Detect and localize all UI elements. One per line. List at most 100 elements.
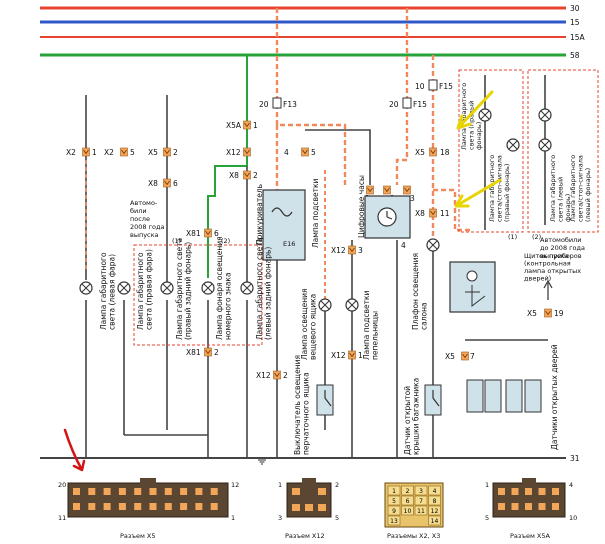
- rotated-labels: Лампа габаритногосвета (левая фара) Ламп…: [99, 83, 592, 455]
- option-frames: (1) (2) (1) (2): [133, 69, 599, 346]
- connector-x12: 1 2 3 5 Разъем X12: [278, 478, 339, 540]
- connector-x2x3-cell: [401, 505, 414, 516]
- connector-x5-pin: [164, 488, 172, 495]
- connector-x5-pin: [195, 488, 203, 495]
- option-frame-rear-2: [527, 69, 599, 233]
- pin-x81-b-icon: [204, 347, 212, 357]
- connector-x5a-pin: [552, 488, 559, 495]
- connector-x12-tr: 2: [335, 481, 339, 489]
- pin-x2-left-label: X2: [66, 148, 76, 157]
- lamp-rear-left-a-icon: [538, 108, 552, 122]
- lamp-rear-right-b-icon: [506, 138, 520, 152]
- connector-x5a-pin: [511, 503, 519, 510]
- label-rear-left: Лампа габаритногосвета (левыйфонарь): [549, 155, 572, 222]
- fuse-f15-icon: [402, 97, 412, 109]
- connector-x5-pin: [73, 488, 80, 495]
- connector-x2x3-cell: [414, 495, 428, 506]
- connector-x2x3-cell-label: 3: [419, 488, 423, 495]
- connector-x5a-tl: 1: [485, 481, 489, 489]
- pin-clock-3-num: 3: [410, 194, 415, 203]
- connector-x5a-title: Разъем X5A: [510, 532, 551, 540]
- bus-58-label: 58: [570, 51, 580, 60]
- door-sensor-3-box: [505, 379, 523, 413]
- pin-x2-left-num: 1: [92, 148, 97, 157]
- cigar-lighter-coil-icon: [271, 207, 293, 217]
- connector-x2x3-cell: [387, 515, 401, 526]
- connector-x5a-pins: [498, 488, 559, 510]
- connector-x2x3-cell-label: 10: [404, 508, 412, 515]
- connector-x5-pins: [73, 488, 218, 510]
- pin-x5a-label: X5A: [226, 121, 242, 130]
- mark-1b-label: (1): [508, 233, 517, 241]
- lamp-front-right-icon: [117, 281, 131, 295]
- fuse-f13-icon: [272, 97, 282, 109]
- fuse-f13-num: 20: [259, 100, 269, 109]
- trunk-sensor-box: [424, 384, 442, 416]
- wire-clock-gray: [305, 129, 371, 185]
- connector-x5-pin: [88, 488, 96, 495]
- connector-x2x3-cell-label: 5: [392, 498, 396, 505]
- pin-x5a-icon: [243, 120, 251, 130]
- pin-x12-d-num: 3: [358, 246, 363, 255]
- pin-x8-c-icon: [429, 208, 437, 218]
- wire-f15-rear: [433, 188, 470, 232]
- pin-x5-b-num: 18: [440, 148, 450, 157]
- annotations: [63, 90, 502, 472]
- pin-x5-b-label: X5: [415, 148, 425, 157]
- fuse-f15-label: F15: [413, 100, 427, 109]
- label-rear-side-right: Лампа габаритного света(правый задний фо…: [175, 238, 193, 340]
- connector-x5-pin: [180, 503, 188, 510]
- pin-x5-d-label: X5: [445, 352, 455, 361]
- pin-x8-b-label: X8: [229, 171, 239, 180]
- connector-x5-pin: [149, 488, 157, 495]
- connector-x5-tl: 20: [58, 481, 66, 489]
- connector-x2x3-cell: [387, 505, 401, 516]
- connector-x12-pin: [292, 504, 300, 511]
- connector-x5a-pin: [498, 503, 505, 510]
- red-marker-arrow-icon: [63, 428, 86, 472]
- lamp-glovebox-icon: [318, 298, 332, 312]
- pin-x2-left-icon: [82, 147, 90, 157]
- connector-x12-pin: [318, 504, 326, 511]
- pin-clock-1-icon: [383, 185, 391, 195]
- connector-x2x3-cell: [387, 485, 401, 496]
- cigar-lighter-id: E16: [283, 240, 295, 248]
- fuses: 20 F13 20 F15 10 F15: [259, 79, 453, 109]
- connector-x12-br: 5: [335, 514, 339, 522]
- connector-x5-pin: [195, 503, 203, 510]
- connector-x5-pin: [103, 503, 111, 510]
- pin-x81-b-num: 2: [214, 348, 219, 357]
- label-rear-left-stop: Лампа габаритногосвета/стоп-сигнала(левы…: [569, 155, 592, 222]
- connector-x2x3-cell: [428, 515, 441, 526]
- pin-x12-d-icon: [348, 245, 356, 255]
- label-glovebox-switch: Выключатель освещенияперчаточного ящика: [293, 355, 311, 455]
- label-rear-side-left: Лампа габаритного света(левый задний фон…: [255, 238, 273, 340]
- bus-15-label: 15: [570, 18, 580, 27]
- connector-x2x3-cell-label: 14: [431, 518, 439, 525]
- connector-x12-pin: [318, 488, 326, 495]
- connector-x12-key: [302, 478, 316, 484]
- pin-x12-a-num: 4: [284, 148, 289, 157]
- label-ashtray: Лампа подсветкипепельницы: [362, 290, 380, 360]
- option-frame-after-2008: [133, 244, 263, 346]
- door-sensor-4-box: [524, 379, 542, 413]
- label-cigar: Прикуриватель: [255, 184, 264, 245]
- pin-x12-b-num: 5: [311, 148, 316, 157]
- connector-x2x3-cell-label: 4: [433, 488, 437, 495]
- connector-x5-pin: [134, 488, 142, 495]
- pin-x5-c-label: X5: [527, 309, 537, 318]
- connector-x5-bl: 11: [58, 514, 66, 522]
- lamp-rear-right-a-icon: [478, 108, 492, 122]
- pin-x12-e-icon: [348, 350, 356, 360]
- label-side-right: Лампа габаритногосвета (правая фара): [136, 249, 154, 330]
- mark-2-label: (2): [221, 237, 230, 245]
- pin-x5-c-icon: [544, 308, 552, 318]
- panel-arrow-icon: [543, 279, 553, 300]
- connector-x2x3-title: Разъемы X2, X3: [387, 532, 440, 540]
- door-warning-lamp-icon: [466, 270, 478, 282]
- pin-clock-4-num: 4: [401, 241, 406, 250]
- connector-x5a-pin: [498, 488, 505, 495]
